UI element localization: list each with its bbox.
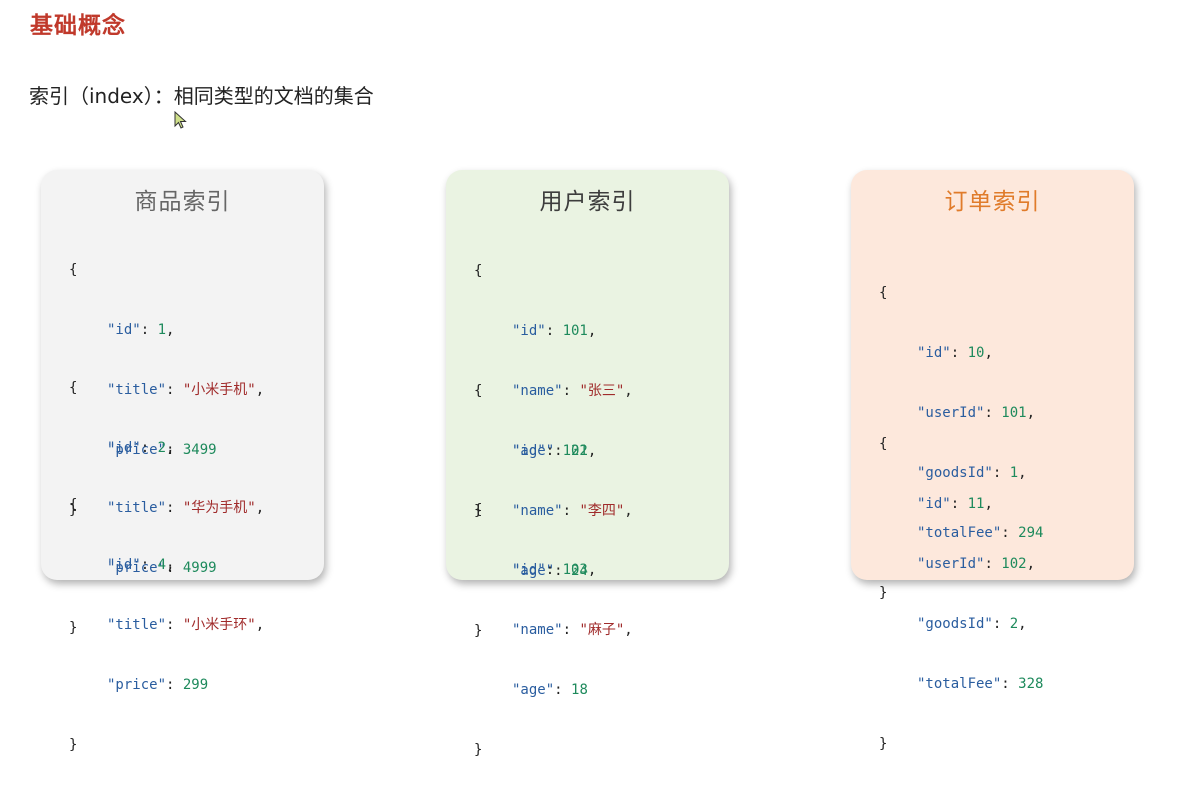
json-document: { "id": 11, "userId": 102, "goodsId": 2,… [879, 436, 1044, 752]
orders-index-card: 订单索引 { "id": 10, "userId": 101, "goodsId… [851, 170, 1134, 752]
card-title: 商品索引 [134, 189, 231, 215]
page-subtitle: 索引（index）：相同类型的文档的集合 [29, 84, 374, 108]
card-title: 用户索引 [539, 189, 636, 215]
json-document: { "id": 103, "name": "麻子", "age": 18 } [474, 502, 633, 758]
goods-index-card: 商品索引 { "id": 1, "title": "小米手机", "price"… [41, 170, 324, 753]
card-title: 订单索引 [944, 189, 1041, 215]
json-document: { "id": 10, "userId": 101, "goodsId": 1,… [879, 285, 1044, 601]
mouse-pointer-icon [174, 111, 187, 129]
json-document: { "id": 101, "name": "张三", "age": 21 } [474, 263, 633, 519]
page-title: 基础概念 [30, 13, 126, 39]
json-document: { "id": 102, "name": "李四", "age": 24 } [474, 383, 633, 639]
json-document: { "id": 4, "title": "小米手环", "price": 299… [69, 497, 265, 753]
json-document: { "id": 1, "title": "小米手机", "price": 349… [69, 262, 265, 518]
users-index-card: 用户索引 { "id": 101, "name": "张三", "age": 2… [446, 170, 729, 758]
